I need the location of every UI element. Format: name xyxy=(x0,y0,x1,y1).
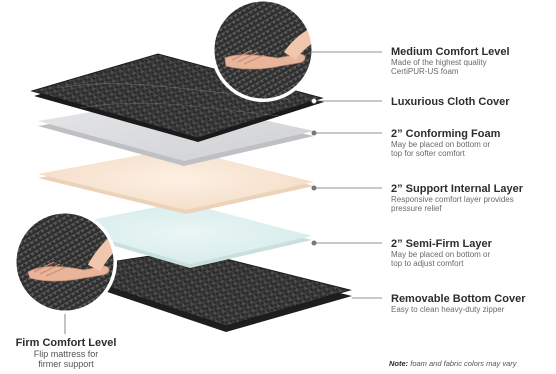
firm-comfort-label: Firm Comfort Level Flip mattress for fir… xyxy=(0,337,132,369)
semi-firm-title: 2” Semi-Firm Layer xyxy=(391,238,492,250)
support-internal-layer xyxy=(38,148,314,214)
medium-comfort-title: Medium Comfort Level xyxy=(391,46,510,58)
note-label: Note: xyxy=(389,359,409,368)
bottom-cover-label: Removable Bottom Cover Easy to clean hea… xyxy=(391,293,525,314)
conforming-foam-desc-2: top for softer comfort xyxy=(391,149,465,158)
support-layer-label: 2” Support Internal Layer Responsive com… xyxy=(391,183,523,213)
conforming-foam-label: 2” Conforming Foam May be placed on bott… xyxy=(391,128,500,158)
semi-firm-layer xyxy=(60,202,312,268)
conforming-foam-desc-1: May be placed on bottom or xyxy=(391,140,491,149)
semi-firm-desc-1: May be placed on bottom or xyxy=(391,250,491,259)
firm-comfort-title: Firm Comfort Level xyxy=(15,337,117,349)
medium-comfort-desc-1: Made of the highest quality xyxy=(391,58,487,67)
cloth-cover-title: Luxurious Cloth Cover xyxy=(391,96,510,108)
bottom-cover-title: Removable Bottom Cover xyxy=(391,293,526,305)
medium-comfort-desc-2: CertiPUR-US foam xyxy=(391,67,459,76)
firm-comfort-inset xyxy=(13,210,117,334)
medium-comfort-inset xyxy=(211,0,315,102)
firm-comfort-desc-1: Flip mattress for xyxy=(33,349,99,359)
cloth-cover-layer xyxy=(30,53,324,142)
leader-dots xyxy=(311,98,317,246)
note-text: foam and fabric colors may vary xyxy=(408,359,517,368)
bottom-cover-desc-1: Easy to clean heavy-duty zipper xyxy=(391,305,505,314)
semi-firm-desc-2: top to adjust comfort xyxy=(391,259,464,268)
cloth-cover-label: Luxurious Cloth Cover xyxy=(391,96,510,108)
leader-lines xyxy=(310,51,382,299)
bottom-cover-layer xyxy=(57,249,352,332)
conforming-foam-title: 2” Conforming Foam xyxy=(391,128,501,140)
support-layer-title: 2” Support Internal Layer xyxy=(391,183,524,195)
color-note: Note: foam and fabric colors may vary xyxy=(389,359,517,368)
support-layer-desc-2: pressure relief xyxy=(391,204,442,213)
firm-comfort-desc-2: firmer support xyxy=(38,359,94,369)
support-layer-desc-1: Responsive comfort layer provides xyxy=(391,195,514,204)
medium-comfort-label: Medium Comfort Level Made of the highest… xyxy=(391,46,510,76)
semi-firm-label: 2” Semi-Firm Layer May be placed on bott… xyxy=(391,238,492,268)
